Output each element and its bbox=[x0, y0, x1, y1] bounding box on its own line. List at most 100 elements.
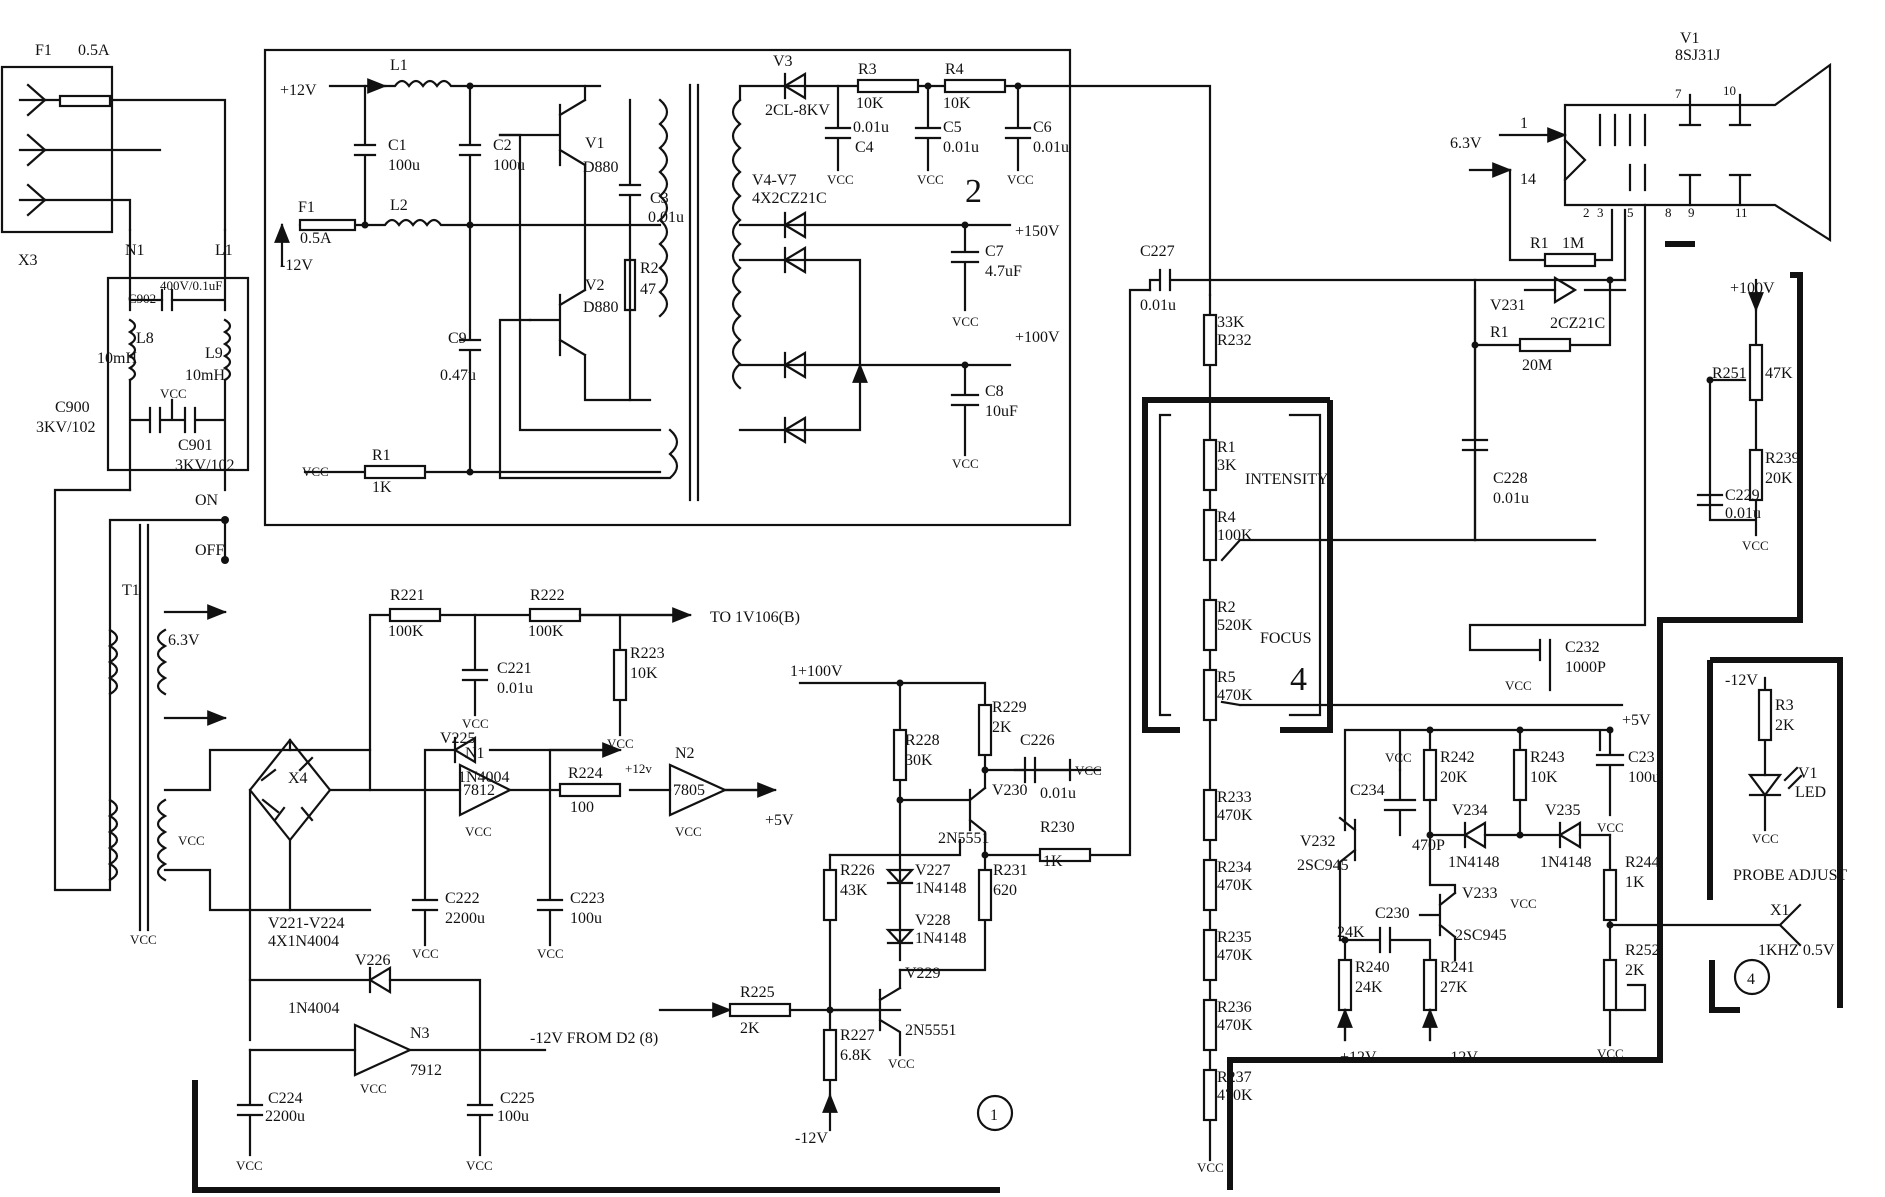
pin10-label: 10 bbox=[1723, 83, 1736, 98]
c221-vcc: VCC bbox=[462, 716, 489, 731]
r228-value: 30K bbox=[905, 752, 933, 769]
v228-type: 1N4148 bbox=[915, 930, 967, 947]
c223-label: C223 bbox=[570, 890, 605, 907]
c6-value: 0.01u bbox=[1033, 139, 1069, 156]
n1-type: 7812 bbox=[463, 782, 495, 799]
resistor-r4 bbox=[943, 78, 1007, 94]
n2-vcc: VCC bbox=[675, 824, 702, 839]
out-100v: +100V bbox=[1015, 329, 1060, 346]
resistor-r226 bbox=[822, 868, 838, 922]
inductor-l1 bbox=[383, 79, 602, 88]
r252-label: R252 bbox=[1625, 942, 1660, 959]
r244-value: 1K bbox=[1625, 874, 1645, 891]
c230-label: C230 bbox=[1375, 905, 1410, 922]
v229-type: 2N5551 bbox=[905, 1022, 957, 1039]
node-l1-label: L1 bbox=[215, 242, 233, 259]
transistor-v229 bbox=[828, 968, 902, 1057]
c1-label: C1 bbox=[388, 137, 407, 154]
hv-supply-section: +12V -12V L1 L2 F1 0.5A C1 100u C2 100u … bbox=[263, 48, 1212, 527]
cap-c23 bbox=[1595, 728, 1625, 817]
c225-value: 100u bbox=[497, 1108, 529, 1125]
osc-plus5: +5V bbox=[1622, 712, 1651, 729]
r230-label: R230 bbox=[1040, 819, 1075, 836]
c226-value: 0.01u bbox=[1040, 785, 1076, 802]
pin3-label: 3 bbox=[1597, 205, 1604, 220]
t1-label: T1 bbox=[122, 582, 140, 599]
n3-label: N3 bbox=[410, 1025, 430, 1042]
r235-value: 470K bbox=[1217, 947, 1253, 964]
r5d-label: R5 bbox=[1217, 669, 1236, 686]
c3-value: 0.01u bbox=[648, 209, 684, 226]
probe-frame-right bbox=[1710, 657, 1843, 1008]
resistor-r252 bbox=[1602, 958, 1618, 1012]
c5-vcc: VCC bbox=[917, 172, 944, 187]
c232-wire bbox=[1468, 203, 1647, 692]
transistor-v1 bbox=[498, 84, 587, 227]
resistor-r242 bbox=[1422, 748, 1438, 802]
hv-transformer-core bbox=[688, 83, 700, 502]
r227-value: 6.8K bbox=[840, 1047, 872, 1064]
v233-type: 2SC945 bbox=[1455, 927, 1507, 944]
l2-label: L2 bbox=[390, 197, 408, 214]
c223-vcc: VCC bbox=[537, 946, 564, 961]
r3-label: R3 bbox=[858, 61, 877, 78]
probe-minus12: -12V bbox=[1725, 672, 1758, 689]
hv-output-line bbox=[738, 84, 1212, 297]
r229-label: R229 bbox=[992, 699, 1027, 716]
diodes-v227-v228 bbox=[885, 868, 915, 945]
c221-value: 0.01u bbox=[497, 680, 533, 697]
secondary-6v3: 6.3V bbox=[168, 632, 200, 649]
resistor-r1-divider bbox=[1202, 438, 1218, 492]
r227-label: R227 bbox=[840, 1027, 875, 1044]
r240-value: 24K bbox=[1355, 979, 1383, 996]
diode-v3 bbox=[783, 72, 807, 100]
r223-value: 10K bbox=[630, 665, 658, 682]
r234-value: 470K bbox=[1217, 877, 1253, 894]
r236-value: 470K bbox=[1217, 1017, 1253, 1034]
r243-value: 10K bbox=[1530, 769, 1558, 786]
c8-label: C8 bbox=[985, 383, 1004, 400]
mains-input-section: F1 0.5A X3 N1 L1 bbox=[0, 42, 233, 269]
r240-label: R240 bbox=[1355, 959, 1390, 976]
r229-value: 2K bbox=[992, 719, 1012, 736]
block-2-marker: 2 bbox=[965, 173, 982, 210]
r252-vcc: VCC bbox=[1597, 1046, 1624, 1061]
v225-label: V225 bbox=[440, 730, 476, 747]
pin7-label: 7 bbox=[1675, 86, 1682, 101]
osc-plus12: +12V bbox=[1340, 1049, 1377, 1066]
caps-c900-c901 bbox=[128, 378, 227, 492]
hv-minus12: -12V bbox=[280, 257, 313, 274]
r4d-label: R4 bbox=[1217, 509, 1236, 526]
n2-type: 7805 bbox=[673, 782, 705, 799]
r252-value: 2K bbox=[1625, 962, 1645, 979]
negative-supply-wires bbox=[248, 978, 547, 1052]
resistor-r244 bbox=[1602, 868, 1618, 922]
c234-value: 470P bbox=[1412, 837, 1445, 854]
c8-value: 10uF bbox=[985, 403, 1018, 420]
switch-off-label: OFF bbox=[195, 542, 224, 559]
resistor-r4-intensity bbox=[1202, 508, 1218, 562]
resistor-r2-divider bbox=[1202, 598, 1218, 652]
switch-on-contact bbox=[221, 516, 229, 524]
pot-wipers bbox=[1220, 538, 1624, 707]
v230-label: V230 bbox=[992, 782, 1028, 799]
amp-minus12: -12V bbox=[795, 1130, 828, 1147]
c227-label: C227 bbox=[1140, 243, 1175, 260]
l9-value: 10mH bbox=[185, 367, 225, 384]
r230-value: 1K bbox=[1043, 853, 1063, 870]
n2-label: N2 bbox=[675, 745, 695, 762]
chassis-border-right bbox=[1227, 272, 1803, 1190]
f1-hv-label: F1 bbox=[298, 199, 315, 216]
c232-vcc: VCC bbox=[1505, 678, 1532, 693]
resistor-r221 bbox=[388, 607, 442, 623]
filter-input-wires bbox=[128, 228, 227, 312]
inductor-l2 bbox=[298, 218, 662, 227]
v229-label: V229 bbox=[905, 965, 941, 982]
probe-block-marker: 4 bbox=[1747, 971, 1755, 988]
c229-label: C229 bbox=[1725, 487, 1760, 504]
r223-label: R223 bbox=[630, 645, 665, 662]
resistor-r224 bbox=[558, 782, 622, 798]
r233-label: R233 bbox=[1217, 789, 1252, 806]
plus5-label: +5V bbox=[765, 812, 794, 829]
n3-type: 7912 bbox=[410, 1062, 442, 1079]
